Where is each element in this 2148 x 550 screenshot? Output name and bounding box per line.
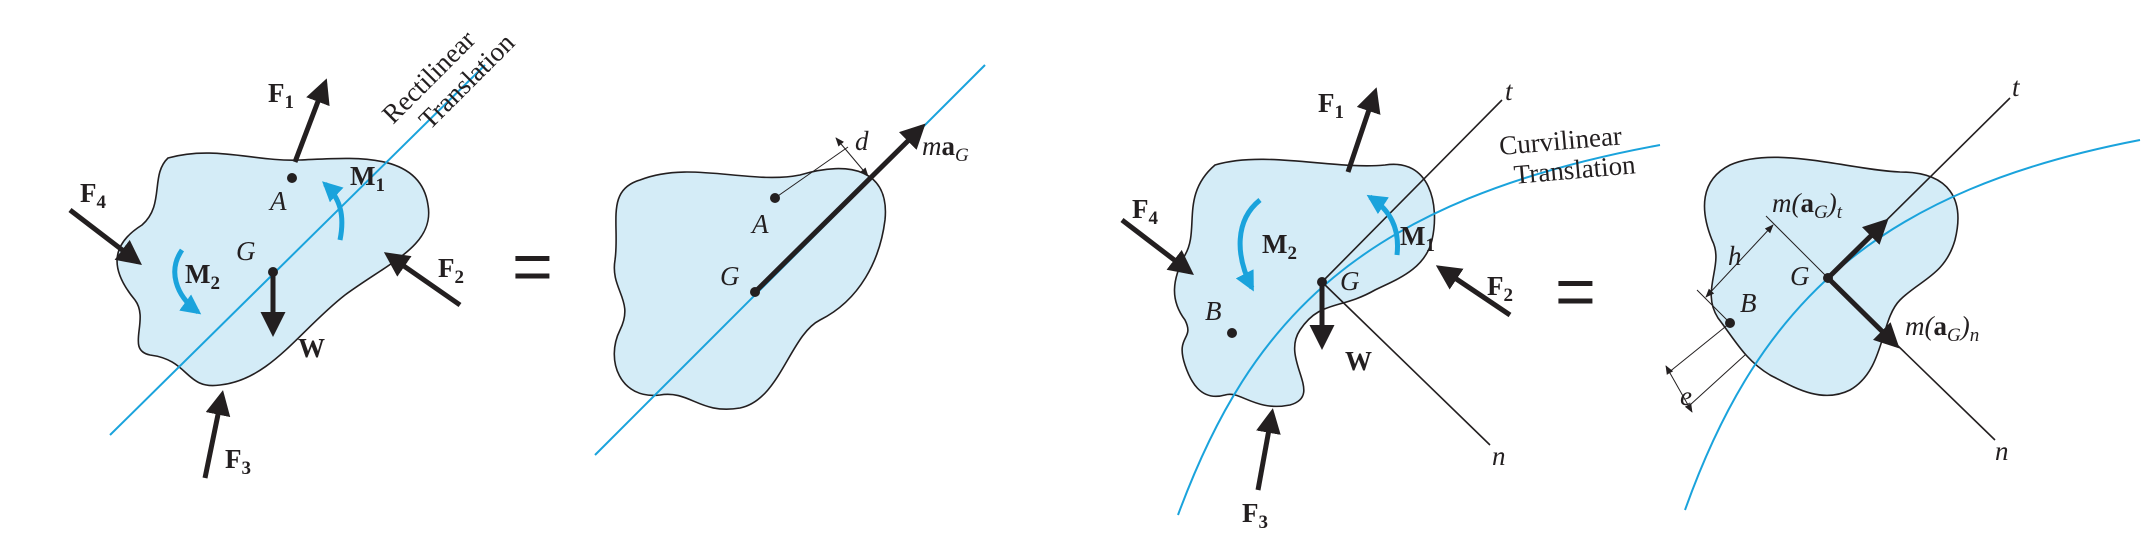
panel-curvilinear-kinetic: B G h e t n m(aG)t m(aG)n bbox=[1665, 72, 2141, 511]
weight-label: W bbox=[298, 333, 325, 363]
distance-h-extension bbox=[1765, 215, 1829, 279]
panel-rectilinear-kinetic: A G d maG bbox=[594, 64, 986, 456]
force-label-f2: F2 bbox=[438, 253, 464, 288]
panel-rectilinear-fbd: F1 F4 F2 F3 M1 M2 W A G Rectilinear Tran… bbox=[68, 6, 521, 479]
point-label-g: G bbox=[720, 261, 740, 291]
distance-e-dimension bbox=[1665, 365, 1693, 413]
path-label: Rectilinear Translation bbox=[376, 6, 521, 151]
moment-label-m1: M1 bbox=[1400, 221, 1435, 256]
point-g bbox=[750, 287, 760, 297]
distance-e-extension bbox=[1667, 322, 1731, 374]
point-g bbox=[268, 267, 278, 277]
weight-label: W bbox=[1345, 346, 1372, 376]
point-g bbox=[1317, 277, 1327, 287]
distance-d-dimension bbox=[835, 137, 869, 177]
inertia-vector-arrow bbox=[753, 123, 926, 294]
tangent-axis-t bbox=[1321, 99, 1503, 283]
point-label-b: B bbox=[1740, 288, 1757, 318]
tangential-inertia-label: m(aG)t bbox=[1772, 188, 1843, 223]
distance-label-e: e bbox=[1680, 381, 1692, 411]
point-label-b: B bbox=[1205, 296, 1222, 326]
force-arrow-f4 bbox=[1120, 218, 1194, 276]
force-label-f3: F3 bbox=[1242, 498, 1268, 533]
rectilinear-path-line bbox=[109, 64, 486, 436]
force-arrow-f2 bbox=[1435, 265, 1512, 318]
moment-arrow-m1 bbox=[322, 181, 345, 241]
point-g bbox=[1823, 273, 1833, 283]
moment-label-m1: M1 bbox=[350, 161, 385, 196]
point-a bbox=[770, 193, 780, 203]
force-arrow-f3 bbox=[202, 390, 231, 479]
force-label-f1: F1 bbox=[268, 78, 294, 113]
distance-e-extension bbox=[1689, 354, 1746, 406]
moment-label-m2: M2 bbox=[185, 259, 220, 294]
path-label: Curvilinear Translation bbox=[1498, 119, 1637, 190]
force-arrow-f3 bbox=[1255, 408, 1281, 491]
axis-label-n: n bbox=[1995, 436, 2009, 466]
force-label-f4: F4 bbox=[1132, 194, 1159, 229]
moment-arrow-m2 bbox=[172, 248, 202, 315]
point-b bbox=[1725, 318, 1735, 328]
point-label-g: G bbox=[1790, 261, 1810, 291]
rigid-body-shape bbox=[1173, 158, 1436, 408]
axis-label-t: t bbox=[2012, 72, 2021, 102]
force-label-f2: F2 bbox=[1487, 271, 1513, 306]
force-label-f1: F1 bbox=[1318, 88, 1344, 123]
moment-arrow-m2 bbox=[1235, 198, 1262, 292]
point-label-g: G bbox=[1340, 266, 1360, 296]
force-arrow-f2 bbox=[383, 252, 462, 308]
point-label-a: A bbox=[750, 209, 769, 239]
equals-sign: = bbox=[1555, 252, 1596, 330]
force-label-f4: F4 bbox=[80, 178, 107, 213]
normal-inertia-arrow bbox=[1826, 276, 1900, 349]
curvilinear-path bbox=[1177, 144, 1661, 516]
moment-arrow-m1 bbox=[1366, 194, 1401, 256]
force-label-f3: F3 bbox=[225, 444, 251, 479]
force-arrow-f1 bbox=[292, 78, 330, 163]
axis-label-t: t bbox=[1505, 76, 1514, 106]
distance-label-h: h bbox=[1728, 241, 1742, 271]
normal-inertia-label: m(aG)n bbox=[1905, 311, 1979, 346]
inertia-vector-label: maG bbox=[922, 131, 969, 166]
point-label-g: G bbox=[236, 236, 256, 266]
force-arrow-f1 bbox=[1345, 87, 1381, 173]
axis-label-n: n bbox=[1492, 441, 1506, 471]
equals-sign: = bbox=[512, 227, 553, 305]
moment-label-m2: M2 bbox=[1262, 229, 1297, 264]
force-arrow-f4 bbox=[68, 208, 142, 266]
point-label-a: A bbox=[268, 186, 287, 216]
normal-axis-n bbox=[1321, 281, 1491, 446]
point-a bbox=[287, 173, 297, 183]
point-b bbox=[1227, 328, 1237, 338]
distance-h-extension bbox=[1696, 289, 1731, 324]
tangential-inertia-arrow bbox=[1826, 218, 1889, 280]
distance-label-d: d bbox=[855, 126, 869, 156]
distance-h-dimension bbox=[1705, 224, 1774, 298]
